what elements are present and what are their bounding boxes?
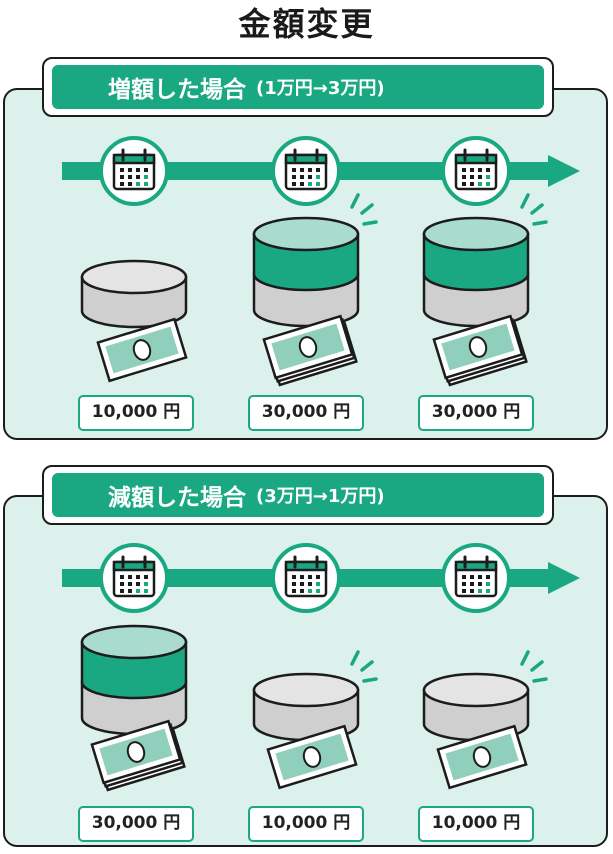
- amount-label: 10,000 円: [78, 395, 194, 431]
- calendar-icon: [271, 136, 341, 206]
- amount-label: 10,000 円: [248, 806, 364, 842]
- coin-stack-icon: [252, 216, 360, 328]
- sparkle-icon: [520, 650, 548, 683]
- banknote-icon: [96, 317, 188, 383]
- decrease-heading: 減額した場合: [108, 485, 246, 511]
- coin-stack-icon: [422, 216, 530, 328]
- amount-label: 30,000 円: [418, 395, 534, 431]
- page-title: 金額変更: [238, 5, 375, 43]
- calendar-icon: [441, 543, 511, 613]
- increase-subheading: (1万円→3万円): [256, 78, 385, 99]
- coin-stack-icon: [80, 624, 188, 736]
- increase-heading: 増額した場合: [108, 77, 246, 103]
- decrease-header: 減額した場合 (3万円→1万円): [42, 465, 554, 525]
- increase-header: 増額した場合 (1万円→3万円): [42, 57, 554, 117]
- sparkle-icon: [350, 193, 378, 226]
- amount-label: 30,000 円: [248, 395, 364, 431]
- banknote-icon: [262, 314, 358, 387]
- calendar-icon: [441, 136, 511, 206]
- sparkle-icon: [520, 193, 548, 226]
- calendar-icon: [99, 136, 169, 206]
- decrease-subheading: (3万円→1万円): [256, 486, 385, 507]
- coin-stack-icon: [80, 259, 188, 329]
- banknote-icon: [432, 314, 528, 387]
- calendar-icon: [271, 543, 341, 613]
- amount-label: 10,000 円: [418, 806, 534, 842]
- calendar-icon: [99, 543, 169, 613]
- amount-label: 30,000 円: [78, 806, 194, 842]
- sparkle-icon: [350, 650, 378, 683]
